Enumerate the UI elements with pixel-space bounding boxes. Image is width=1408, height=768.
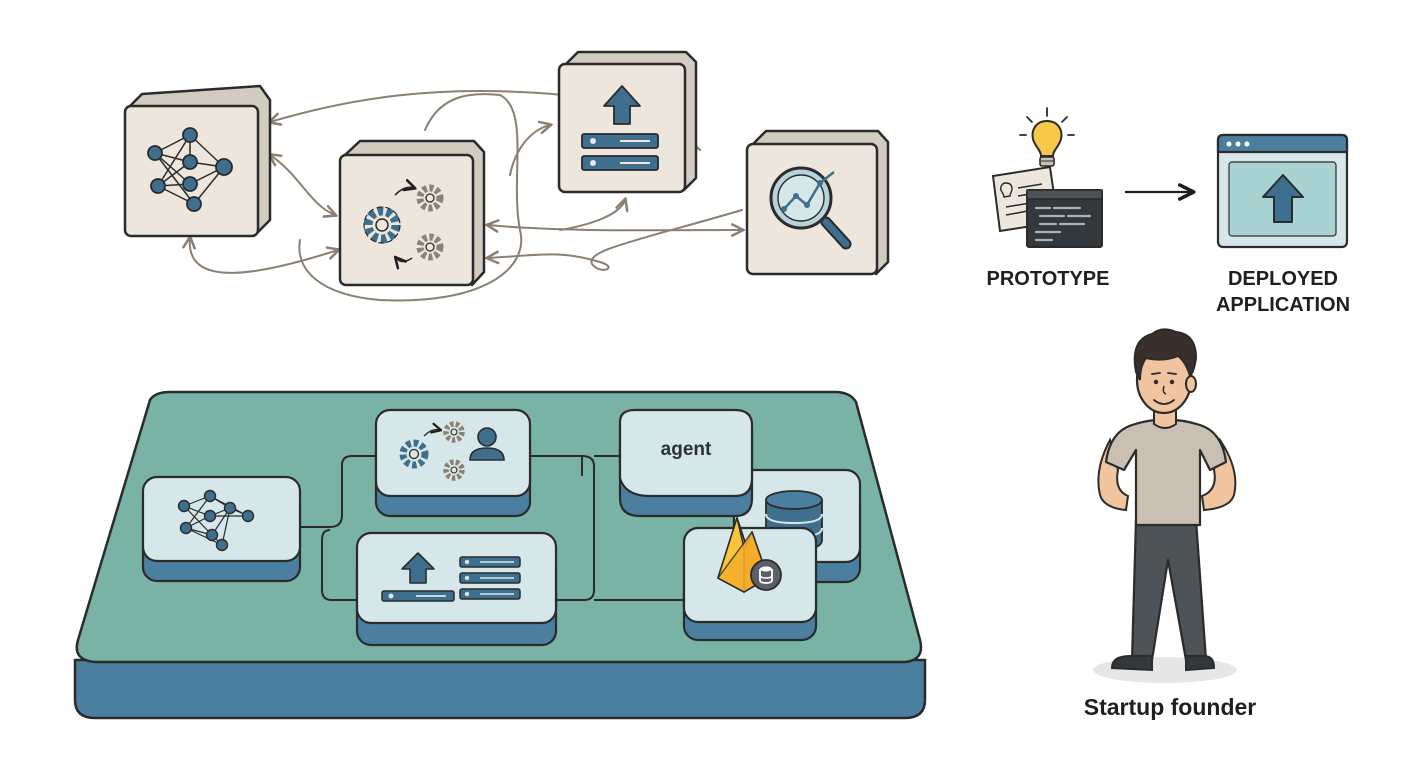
deployed-label-line2: APPLICATION — [1215, 294, 1351, 316]
prototype-illustration — [991, 107, 1103, 248]
cube-upload-server — [557, 50, 698, 194]
founder-figure — [1093, 328, 1237, 683]
founder-label: Startup founder — [1083, 694, 1257, 720]
code-window-icon — [1026, 189, 1103, 248]
browser-upload-icon — [1216, 133, 1349, 249]
tile-gears-user — [374, 408, 532, 518]
cube-gears — [338, 139, 486, 287]
upload-server-icon — [581, 85, 659, 171]
analytics-magnifier-icon — [769, 166, 852, 250]
gears-user-icon — [399, 421, 505, 481]
deployed-label-line1: DEPLOYED — [1227, 268, 1339, 290]
lightbulb-icon — [1019, 107, 1075, 167]
cube-neural-network — [123, 84, 272, 238]
tile-firebase — [682, 517, 818, 642]
upload-server-icon — [381, 552, 521, 602]
tile-agent — [618, 408, 754, 518]
firebase-icon — [717, 517, 782, 593]
neural-network-icon — [147, 127, 233, 212]
neural-network-icon — [177, 489, 255, 552]
agent-label: agent — [660, 439, 712, 460]
gears-icon — [363, 187, 444, 261]
cube-analytics — [745, 129, 890, 276]
prototype-label: PROTOTYPE — [986, 268, 1110, 290]
tile-neural-network — [141, 475, 302, 583]
tile-upload-server — [355, 531, 558, 647]
